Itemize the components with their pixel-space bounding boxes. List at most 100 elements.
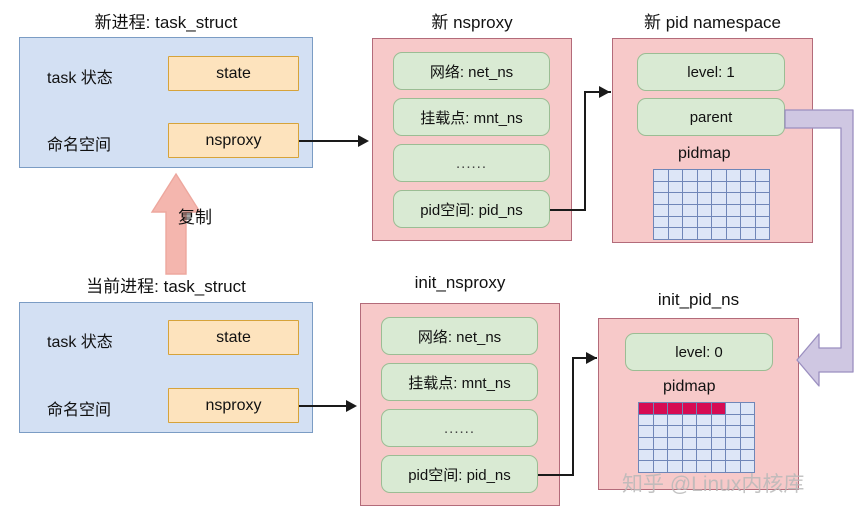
pidmap-cell [697,193,712,205]
pidmap-cell [740,438,755,450]
pidmap-cell [755,181,770,194]
pidmap-cell [653,449,668,462]
pidmap-cell [697,426,712,438]
pidmap-cell [740,461,755,473]
current-task-nsproxy-box[interactable]: nsproxy [168,388,299,423]
title-new-nsproxy: 新 nsproxy [431,13,513,32]
arrow-current-task-to-init-nsproxy-line [299,405,349,407]
pidmap-cell [712,170,727,182]
pidmap-cell [697,461,712,473]
pidmap-cell [654,170,669,182]
arrow-new-task-to-new-nsproxy-head [358,135,369,147]
copy-arrow-icon [150,172,202,275]
pidmap-cell [712,216,727,229]
pidmap-cell [755,193,770,205]
new-pidns-field-parent[interactable]: parent [637,98,785,136]
pidmap-cell [639,449,654,462]
pidmap-cell [741,181,756,194]
new-task-row-0-label: task 状态 [47,70,113,87]
pidmap-cell [668,461,683,473]
pidmap-cell [697,216,712,229]
pidmap-cell [697,449,712,462]
init-nsproxy-item-3[interactable]: pid空间: pid_ns [381,455,538,493]
pidmap-cell [683,228,698,240]
new-pidns-pidmap-label: pidmap [678,145,731,162]
elbow-init-pidns-seg-h1 [538,474,574,476]
pidmap-cell [682,403,697,415]
elbow-init-pidns-seg-v [572,357,574,475]
pidmap-cell [741,228,756,240]
pidmap-cell [726,193,741,205]
pidmap-cell [726,181,741,194]
pidmap-cell [712,193,727,205]
pidmap-cell [668,414,683,427]
pidmap-cell [740,449,755,462]
pidmap-cell [639,414,654,427]
pidmap-cell [668,205,683,217]
pidmap-cell [711,403,726,415]
pidmap-cell [740,426,755,438]
new-nsproxy-item-1[interactable]: 挂载点: mnt_ns [393,98,550,136]
pidmap-cell [683,205,698,217]
pidmap-cell [639,461,654,473]
pidmap-cell [654,181,669,194]
init-nsproxy-item-1[interactable]: 挂载点: mnt_ns [381,363,538,401]
elbow-init-pidns-head [586,352,597,364]
pidmap-cell [712,228,727,240]
pidmap-cell [682,438,697,450]
pidmap-cell [668,228,683,240]
watermark: 知乎 @Linux内核库 [622,473,805,496]
new-pidns-field-level[interactable]: level: 1 [637,53,785,91]
pidmap-cell [668,438,683,450]
pidmap-cell [726,414,741,427]
init-pidns-field-level[interactable]: level: 0 [625,333,773,371]
pidmap-cell [639,438,654,450]
init-nsproxy-item-0[interactable]: 网络: net_ns [381,317,538,355]
pidmap-cell [726,205,741,217]
pidmap-cell [654,193,669,205]
pidmap-cell [654,228,669,240]
new-task-state-box[interactable]: state [168,56,299,91]
new-nsproxy-item-3[interactable]: pid空间: pid_ns [393,190,550,228]
pidmap-cell [726,170,741,182]
pidmap-cell [755,228,770,240]
pidmap-cell [711,426,726,438]
pidmap-cell [639,403,654,415]
pidmap-cell [668,403,683,415]
pidmap-cell [711,414,726,427]
copy-label: 复制 [178,208,212,227]
new-nsproxy-item-0[interactable]: 网络: net_ns [393,52,550,90]
current-task-row-0-label: task 状态 [47,334,113,351]
pidmap-cell [697,170,712,182]
title-new-pid-namespace: 新 pid namespace [643,13,782,32]
pidmap-cell [683,181,698,194]
pidmap-cell [653,438,668,450]
elbow-new-pidns-seg-h1 [550,209,586,211]
pidmap-cell [668,216,683,229]
new-task-nsproxy-box[interactable]: nsproxy [168,123,299,158]
pidmap-cell [740,414,755,427]
pidmap-cell [682,426,697,438]
pidmap-cell [653,426,668,438]
title-init-nsproxy: init_nsproxy [414,273,506,292]
current-task-row-1-label: 命名空间 [47,402,112,419]
pidmap-cell [653,461,668,473]
pidmap-cell [683,216,698,229]
pidmap-cell [697,403,712,415]
current-task-state-box[interactable]: state [168,320,299,355]
title-new-task-struct: 新进程: task_struct [94,13,238,32]
pidmap-cell [711,461,726,473]
new-nsproxy-item-2[interactable]: ...... [393,144,550,182]
pidmap-cell [711,449,726,462]
pidmap-cell [741,205,756,217]
pidmap-cell [726,449,741,462]
pidmap-cell [726,426,741,438]
pidmap-cell [726,461,741,473]
new-task-row-1-label: 命名空间 [47,137,112,154]
init-nsproxy-item-2[interactable]: ...... [381,409,538,447]
title-init-pid-ns: init_pid_ns [657,290,740,309]
pidmap-cell [755,170,770,182]
pidmap-cell [653,414,668,427]
pidmap-cell [697,438,712,450]
init-pidns-pidmap-label: pidmap [663,378,716,395]
